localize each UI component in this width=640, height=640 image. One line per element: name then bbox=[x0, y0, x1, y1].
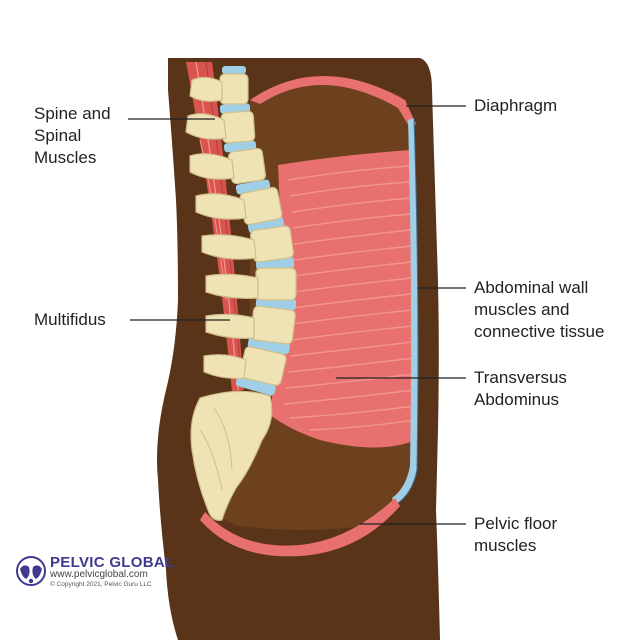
label-pelvic-floor: Pelvic floor muscles bbox=[474, 513, 557, 557]
label-abdominal-wall-line-3: connective tissue bbox=[474, 322, 605, 341]
label-spine-line-3: Muscles bbox=[34, 148, 97, 167]
transversus-abdominus-muscle bbox=[270, 150, 416, 448]
label-pelvic-floor-line-1: Pelvic floor bbox=[474, 514, 558, 533]
label-abdominal-wall-line-2: muscles and bbox=[474, 300, 570, 319]
label-diaphragm-line-1: Diaphragm bbox=[474, 96, 558, 115]
label-pelvic-floor-line-2: muscles bbox=[474, 536, 537, 555]
copyright-symbol: © bbox=[50, 581, 55, 588]
label-transversus-line-1: Transversus bbox=[474, 368, 567, 387]
pelvic-global-logo-icon bbox=[16, 556, 46, 586]
leader-lines bbox=[128, 105, 466, 525]
vertebral-column bbox=[185, 66, 297, 521]
label-multifidus: Multifidus bbox=[34, 309, 106, 331]
label-diaphragm: Diaphragm bbox=[474, 95, 557, 117]
pelvic-floor-muscle bbox=[200, 498, 400, 557]
label-spine-line-2: Spinal bbox=[34, 126, 82, 145]
brand-copyright: © Copyright 2021, Pelvic Guru LLC bbox=[50, 581, 152, 588]
diaphragm-muscle bbox=[250, 76, 416, 128]
brand-name: PELVIC GLOBAL bbox=[50, 554, 175, 571]
label-spine-line-1: Spine and bbox=[34, 104, 111, 123]
label-abdominal-wall: Abdominal wall muscles and connective ti… bbox=[474, 277, 604, 343]
label-abdominal-wall-line-1: Abdominal wall bbox=[474, 278, 589, 297]
abdominal-wall-outline bbox=[394, 117, 419, 506]
abdominal-wall-fascia bbox=[392, 118, 418, 505]
copyright-text: Copyright 2021, Pelvic Guru LLC bbox=[56, 581, 152, 588]
label-transversus-line-2: Abdominus bbox=[474, 390, 560, 409]
sacrum bbox=[190, 390, 273, 521]
brand-url[interactable]: www.pelvicglobal.com bbox=[50, 569, 148, 580]
label-multifidus-line-1: Multifidus bbox=[34, 310, 106, 329]
label-transversus-abdominus: Transversus Abdominus bbox=[474, 367, 567, 411]
label-spine-and-spinal-muscles: Spine and Spinal Muscles bbox=[34, 103, 111, 169]
